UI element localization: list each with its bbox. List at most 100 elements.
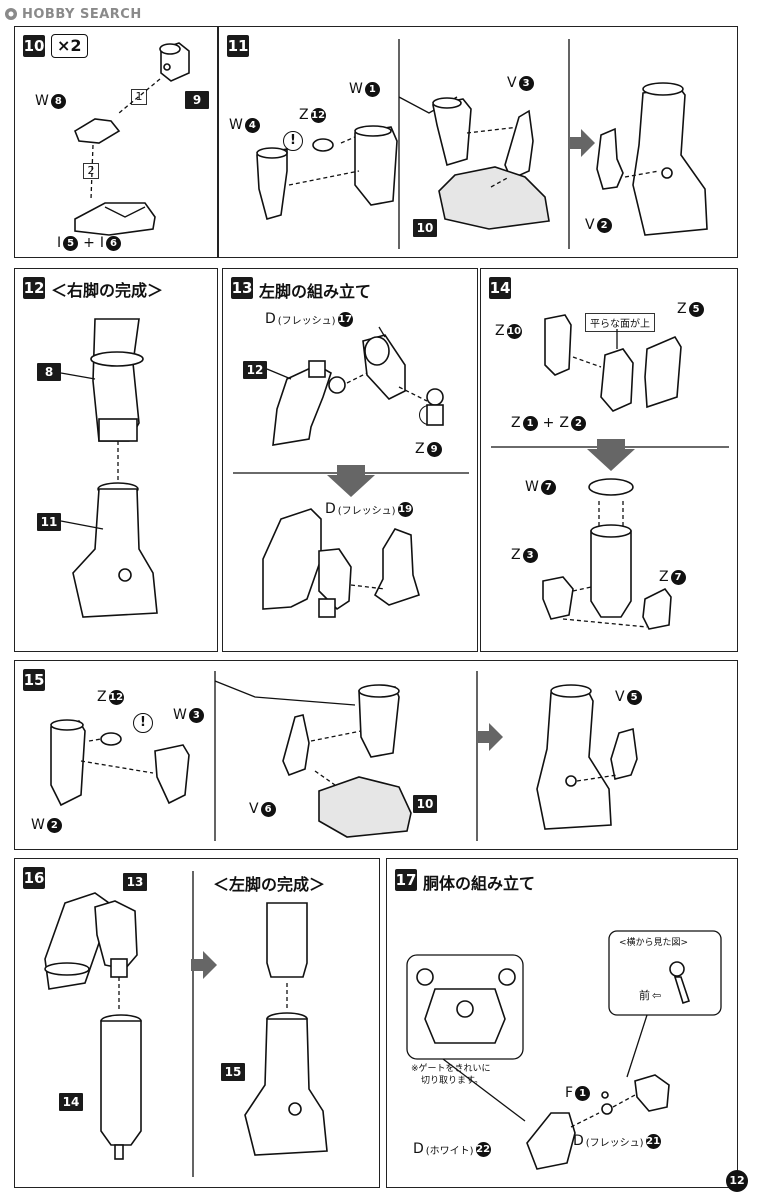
caution-icon: ! bbox=[283, 131, 303, 151]
part-number-circle: 8 bbox=[50, 93, 66, 109]
logo-text: HOBBY SEARCH bbox=[22, 6, 142, 22]
part-number-circle: 2 bbox=[46, 817, 62, 833]
ref-step-10: 10 bbox=[413, 219, 437, 237]
label-letter: D bbox=[573, 1133, 584, 1149]
label-w4: W 4 bbox=[229, 117, 260, 133]
part-number-circle: 19 bbox=[397, 501, 413, 517]
label-letter: W bbox=[349, 81, 363, 97]
label-w2: W 2 bbox=[31, 817, 62, 833]
step-13-drawing bbox=[233, 326, 469, 618]
note-text: 平らな面が上 bbox=[590, 319, 650, 330]
step-title: 胴体の組み立て bbox=[423, 874, 536, 893]
label-w1: W 1 bbox=[349, 81, 380, 97]
caution-icon: ! bbox=[133, 713, 153, 733]
step-title: ＜左脚の完成＞ bbox=[213, 875, 326, 894]
step-14-drawing bbox=[491, 314, 729, 630]
note-line: ※ゲートをきれいに bbox=[411, 1064, 491, 1074]
step-number: 12 bbox=[23, 277, 45, 299]
part-number-circle: 4 bbox=[244, 117, 260, 133]
step-11-panel: 11 W 4 Z 12 ! W 1 V 3 10 V 2 bbox=[218, 26, 738, 258]
label-i5-i6: I 5 + I 6 bbox=[57, 235, 122, 251]
part-number-circle: 10 bbox=[506, 323, 522, 339]
label-letter: Z bbox=[299, 107, 309, 123]
part-number-circle: 1 bbox=[364, 81, 380, 97]
step-title: ＜右脚の完成＞ bbox=[51, 281, 164, 300]
plus-sign: + bbox=[83, 235, 95, 251]
label-letter: V bbox=[249, 801, 259, 817]
label-color: (フレッシュ) bbox=[277, 315, 336, 327]
label-letter: Z bbox=[415, 441, 425, 457]
label-d19: D (フレッシュ) 19 bbox=[325, 501, 413, 517]
label-z12: Z 12 bbox=[299, 107, 326, 123]
part-number-circle: 7 bbox=[540, 479, 556, 495]
label-v2: V 2 bbox=[585, 217, 612, 233]
step-number: 14 bbox=[489, 277, 511, 299]
times-text: ×2 bbox=[57, 36, 82, 55]
label-letter: V bbox=[585, 217, 595, 233]
ref-step-15: 15 bbox=[221, 1063, 245, 1081]
step-number: 11 bbox=[227, 35, 249, 57]
step-title: 左脚の組み立て bbox=[259, 282, 372, 301]
step-11-drawing bbox=[256, 39, 708, 249]
label-z12: Z 12 bbox=[97, 689, 124, 705]
side-view-label: <横から見た図> bbox=[619, 938, 689, 948]
plus-sign: + bbox=[542, 415, 555, 431]
label-w3: W 3 bbox=[173, 707, 204, 723]
part-number-circle: 3 bbox=[522, 547, 538, 563]
sequence-2: 2 bbox=[83, 163, 99, 179]
label-letter: Z bbox=[559, 415, 569, 431]
label-letter: I bbox=[99, 235, 105, 251]
step-17-panel: 17 胴体の組み立て <横から見た図> 前 ⇦ ※ゲートをきれいに 切り取ります… bbox=[386, 858, 738, 1188]
label-v3: V 3 bbox=[507, 75, 534, 91]
step-number: 13 bbox=[231, 277, 253, 299]
label-letter: W bbox=[31, 817, 45, 833]
label-letter: V bbox=[615, 689, 625, 705]
label-z5: Z 5 bbox=[677, 301, 704, 317]
label-letter: Z bbox=[511, 415, 521, 431]
part-number-circle: 5 bbox=[626, 689, 642, 705]
times-badge: ×2 bbox=[51, 34, 88, 58]
label-letter: D bbox=[325, 501, 336, 517]
label-color: (ホワイト) bbox=[425, 1145, 474, 1157]
label-z3: Z 3 bbox=[511, 547, 538, 563]
label-f1: F 1 bbox=[565, 1085, 591, 1101]
part-number-circle: 6 bbox=[106, 235, 122, 251]
label-letter: W bbox=[229, 117, 243, 133]
label-letter: F bbox=[565, 1085, 574, 1101]
step-15-panel: 15 Z 12 ! W 3 W 2 V 6 10 V 5 bbox=[14, 660, 738, 850]
step-number: 17 bbox=[395, 869, 417, 891]
step-number: 10 bbox=[23, 35, 45, 57]
label-letter: W bbox=[173, 707, 187, 723]
front-label: 前 ⇦ bbox=[639, 987, 661, 1003]
ref-step-10: 10 bbox=[413, 795, 437, 813]
part-number-circle: 17 bbox=[337, 311, 353, 327]
label-d17: D (フレッシュ) 17 bbox=[265, 311, 353, 327]
ref-step-11: 11 bbox=[37, 513, 61, 531]
part-number-circle: 6 bbox=[260, 801, 276, 817]
step-12-drawing bbox=[60, 318, 158, 618]
note-line: 切り取ります。 bbox=[421, 1076, 484, 1086]
step-10-drawing bbox=[74, 42, 190, 236]
ref-step-12: 12 bbox=[243, 361, 267, 379]
gate-note: ※ゲートをきれいに 切り取ります。 bbox=[411, 1063, 491, 1087]
front-text: 前 bbox=[639, 989, 650, 1002]
step-15-drawing bbox=[50, 671, 638, 841]
label-v5: V 5 bbox=[615, 689, 642, 705]
part-number-circle: 22 bbox=[475, 1141, 491, 1157]
part-number-circle: 1 bbox=[522, 415, 538, 431]
part-number-circle: 3 bbox=[518, 75, 534, 91]
hobby-search-logo-icon bbox=[5, 8, 17, 20]
label-d22: D (ホワイト) 22 bbox=[413, 1141, 491, 1157]
step-16-panel: 16 ＜左脚の完成＞ 13 14 15 bbox=[14, 858, 380, 1188]
arrow-left-icon: ⇦ bbox=[652, 988, 662, 1002]
step-number: 16 bbox=[23, 867, 45, 889]
part-number-circle: 1 bbox=[575, 1085, 591, 1101]
ref-step-9: 9 bbox=[185, 91, 209, 109]
label-letter: Z bbox=[511, 547, 521, 563]
label-z9: Z 9 bbox=[415, 441, 442, 457]
part-number-circle: 21 bbox=[645, 1133, 661, 1149]
label-w7: W 7 bbox=[525, 479, 556, 495]
step-14-panel: 14 Z 10 平らな面が上 Z 5 Z 1 + Z 2 W 7 Z 3 Z 7 bbox=[480, 268, 738, 652]
step-10-panel: 10 ×2 W 8 9 1 2 I 5 + I 6 bbox=[14, 26, 218, 258]
label-letter: Z bbox=[97, 689, 107, 705]
